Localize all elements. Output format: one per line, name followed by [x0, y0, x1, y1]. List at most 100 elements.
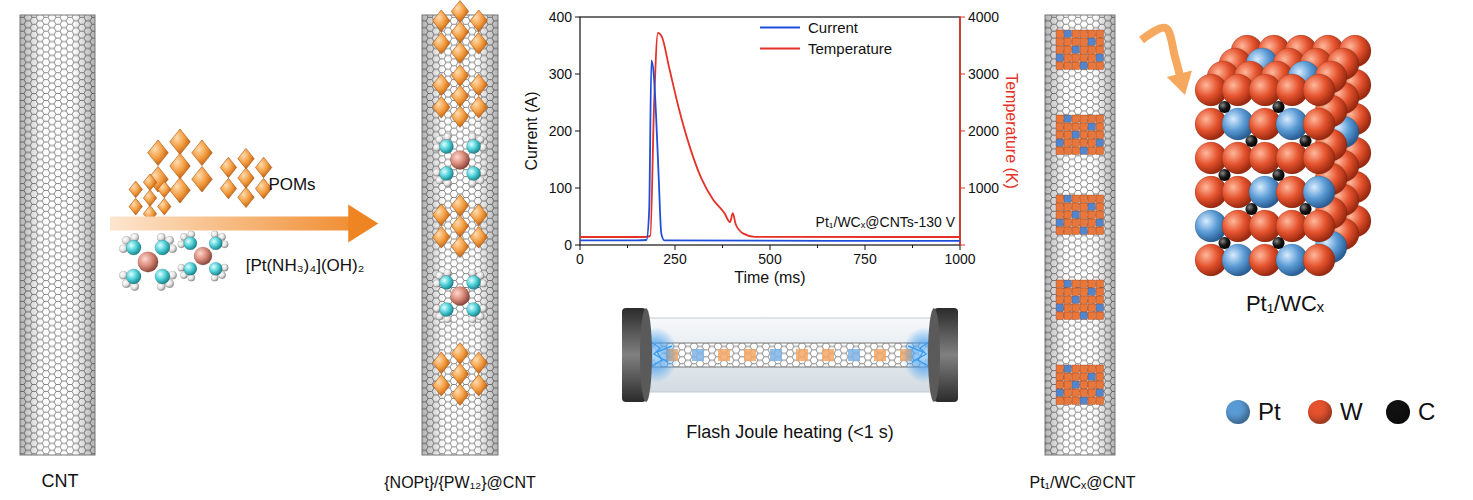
pom-octahedron [433, 204, 450, 226]
nitrogen-atom [439, 303, 453, 317]
pom-octahedron [470, 74, 487, 96]
c-atom [1246, 135, 1258, 147]
x-tick [675, 245, 676, 250]
cluster-cell [1056, 38, 1063, 45]
process-label: Flash Joule heating (<1 s) [686, 422, 894, 443]
y-tick [575, 245, 580, 246]
pom-octahedron [192, 140, 212, 166]
pom-cluster [220, 148, 272, 207]
nanotube [20, 15, 95, 455]
cluster-cell [1080, 389, 1087, 396]
cluster-cell [1080, 139, 1087, 146]
cluster-cell [1096, 123, 1103, 130]
cluster-cell [1096, 288, 1103, 295]
cnt-stage: CNT [10, 8, 110, 498]
filled-cluster [744, 349, 756, 361]
cluster-cell [1064, 365, 1071, 372]
cluster-cell [1056, 62, 1063, 69]
axis-tick: 750 [853, 251, 876, 267]
cluster-cell [1064, 62, 1071, 69]
pom-octahedron [451, 85, 468, 107]
nitrogen-atom [155, 269, 170, 284]
electrode-face [928, 308, 940, 402]
x-minor-tick [722, 245, 723, 248]
pom-octahedron [451, 1, 468, 23]
cluster-cell [1056, 373, 1063, 380]
cluster-cell [1056, 203, 1063, 210]
pom-octahedron [470, 10, 487, 32]
pom-octahedron [451, 215, 468, 237]
w-atom [1303, 244, 1335, 276]
cluster-cell [1056, 389, 1063, 396]
cluster-cell [1080, 195, 1087, 202]
nitrogen-atom [467, 139, 481, 153]
cluster-cell [1056, 30, 1063, 37]
cluster-cell [1096, 62, 1103, 69]
cluster-cell [1088, 389, 1095, 396]
reagent-label: [Pt(NH₃)₄](OH)₂ [246, 256, 365, 276]
pom-octahedron [143, 190, 156, 207]
cluster-cell [1088, 397, 1095, 404]
legend-swatch [1386, 400, 1410, 424]
cluster-cell [1096, 46, 1103, 53]
cluster-cell [1056, 115, 1063, 122]
pom-octahedron [433, 74, 450, 96]
cluster-cell [1080, 227, 1087, 234]
carbide-cluster [1056, 280, 1103, 319]
cluster-cell [1088, 203, 1095, 210]
pt-complex [119, 233, 176, 290]
cluster-cell [1096, 296, 1103, 303]
y2-tick [960, 131, 965, 132]
product-cnt-stage: Pt₁/WCₓ@CNT [1024, 8, 1142, 498]
cluster-cell [1080, 62, 1087, 69]
cluster-cell [1072, 46, 1079, 53]
cluster-cell [1056, 219, 1063, 226]
process-arrow [1142, 28, 1192, 95]
cluster-cell [1088, 211, 1095, 218]
cluster-cell [1056, 147, 1063, 154]
pom-octahedron [470, 374, 487, 396]
legend-text: Current [808, 19, 858, 36]
cluster-cell [1072, 131, 1079, 138]
cluster-cell [1072, 312, 1079, 319]
cluster-cell [1080, 46, 1087, 53]
filled-cluster [770, 349, 782, 361]
cluster-cell [1072, 304, 1079, 311]
cluster-cell [1088, 30, 1095, 37]
w-atom [1303, 74, 1335, 106]
axis-tick: 500 [758, 251, 781, 267]
platinum-atom [450, 150, 469, 169]
c-atom [1273, 169, 1285, 181]
cluster-cell [1072, 147, 1079, 154]
cluster-cell [1072, 288, 1079, 295]
cluster-cell [1080, 296, 1087, 303]
cluster-cell [1072, 227, 1079, 234]
current-temperature-chart [575, 17, 965, 250]
cluster-cell [1096, 219, 1103, 226]
tube-ground [422, 15, 498, 455]
cluster-cell [1080, 147, 1087, 154]
axis-tick: 250 [663, 251, 686, 267]
axis-tick: 0 [576, 251, 584, 267]
cluster-cell [1064, 227, 1071, 234]
cluster-cell [1080, 54, 1087, 61]
pom-cluster [433, 65, 488, 128]
carbide-cluster [1056, 365, 1103, 404]
process-arrow [110, 205, 378, 243]
cnt-outline [652, 343, 928, 367]
pom-octahedron [470, 204, 487, 226]
cluster-cell [1056, 381, 1063, 388]
cluster-cell [1088, 227, 1095, 234]
cluster-cell [1088, 115, 1095, 122]
x-tick [865, 245, 866, 250]
carbide-cluster [1056, 115, 1103, 154]
cluster-cell [1088, 381, 1095, 388]
nanotube [1045, 15, 1115, 455]
cluster-cell [1056, 139, 1063, 146]
atomic-model: Pt₁/WCₓ [1185, 30, 1385, 322]
tube-lattice [20, 15, 95, 455]
cluster-cell [1096, 38, 1103, 45]
cluster-cell [1064, 30, 1071, 37]
cluster-cell [1096, 30, 1103, 37]
